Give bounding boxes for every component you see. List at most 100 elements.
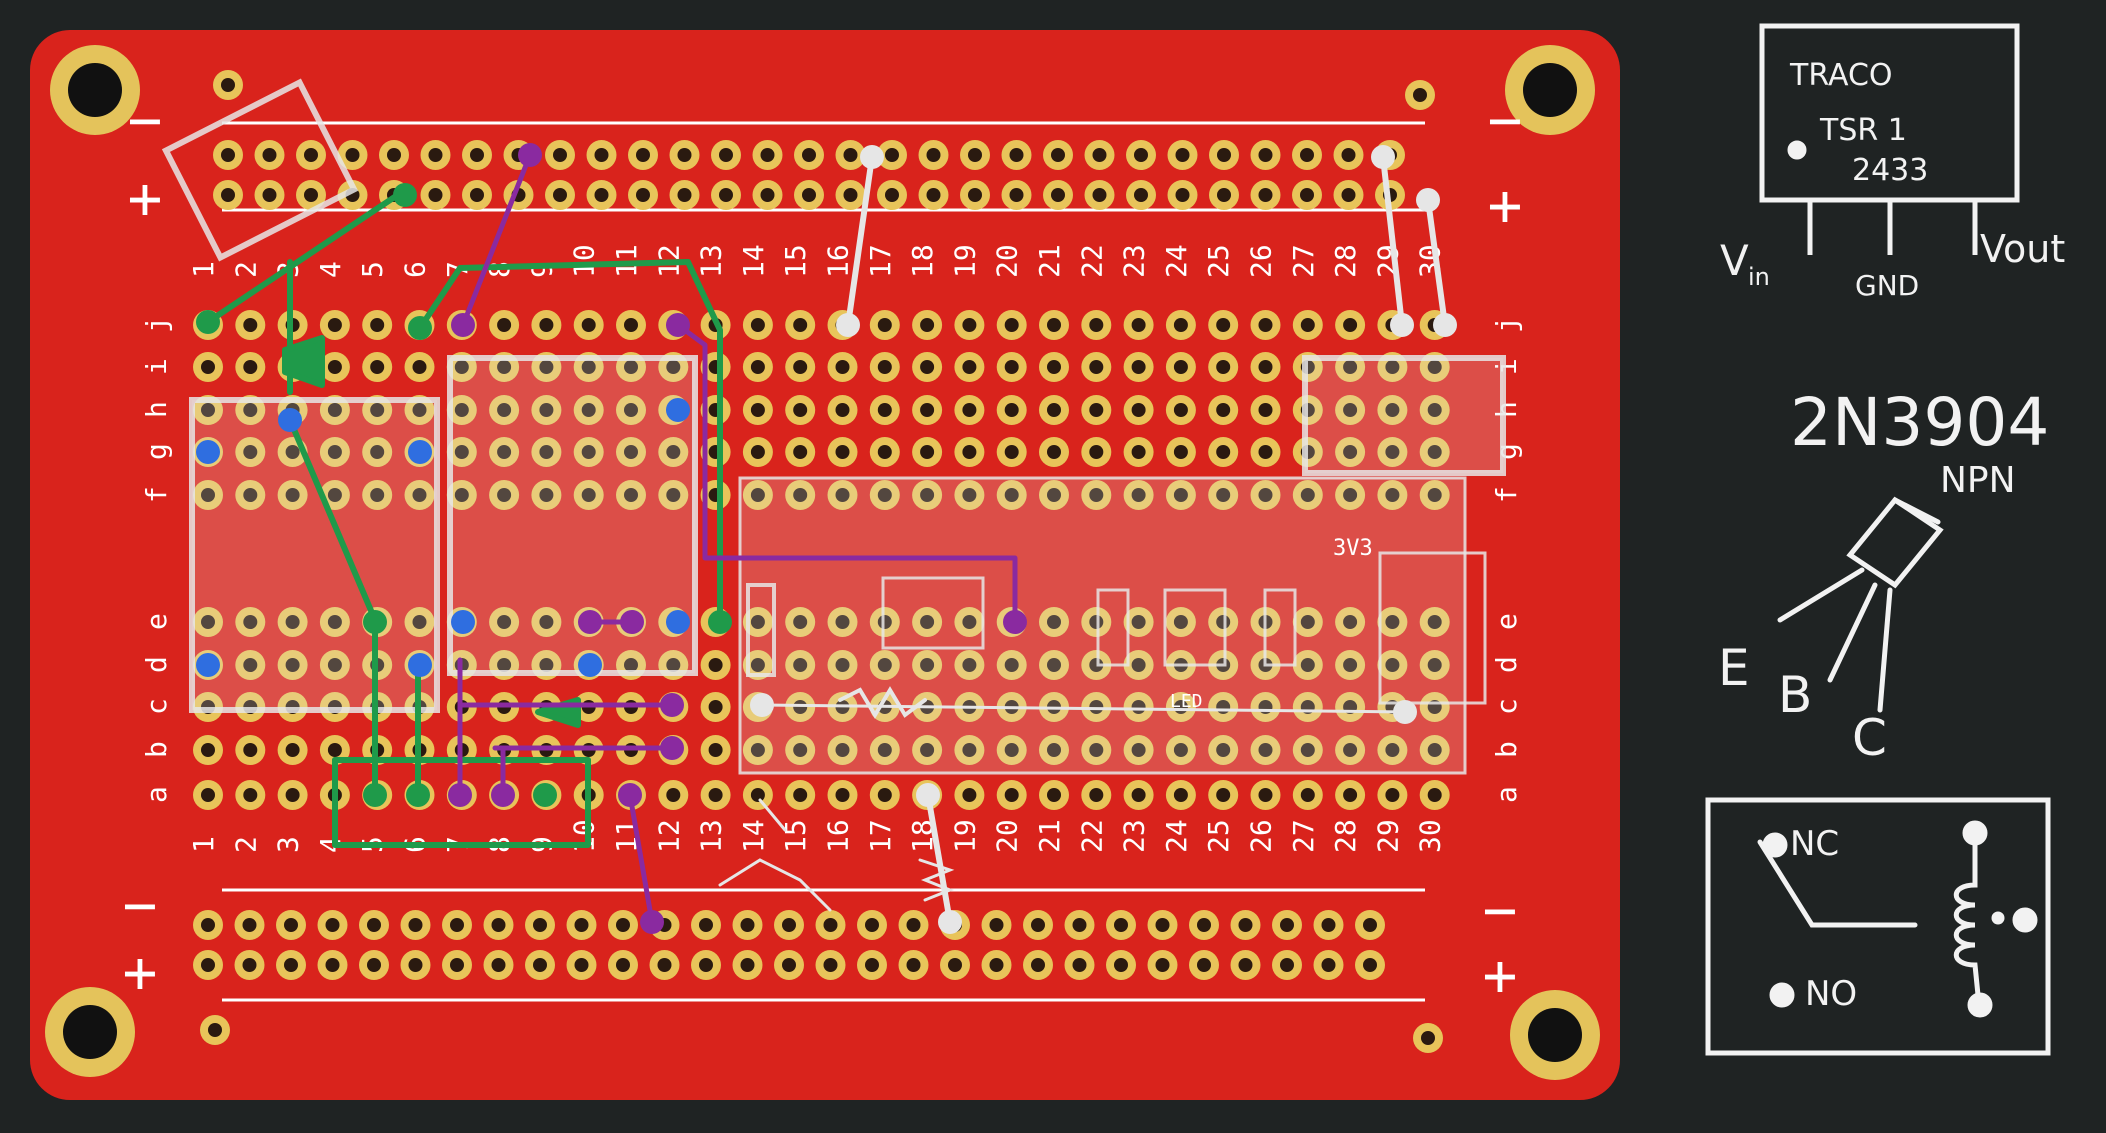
row-letter: j bbox=[1490, 316, 1523, 333]
row-letter: b bbox=[140, 741, 173, 758]
transistor-body bbox=[1846, 496, 1944, 589]
mcu-board-outline bbox=[738, 476, 1467, 775]
column-number: 4 bbox=[314, 836, 347, 853]
diode-left bbox=[282, 335, 325, 388]
grey-jumpers bbox=[718, 154, 1448, 925]
board-substrate bbox=[30, 30, 1620, 1100]
green-wire bbox=[417, 259, 723, 623]
mcu-module bbox=[1163, 588, 1227, 667]
row-letter: f bbox=[1490, 486, 1523, 503]
column-number: 2 bbox=[229, 836, 262, 853]
row-letter: c bbox=[1490, 698, 1523, 715]
jumper-endpoint bbox=[750, 693, 774, 717]
relay-no-label: NO bbox=[1805, 974, 1857, 1014]
led-label: LED bbox=[1170, 691, 1203, 712]
row-letter: e bbox=[140, 613, 173, 630]
green-endpoint bbox=[196, 310, 220, 334]
purple-endpoint bbox=[451, 313, 475, 337]
column-number: 16 bbox=[822, 819, 855, 853]
purple-endpoint bbox=[620, 610, 644, 634]
purple-endpoint bbox=[618, 783, 642, 807]
column-number: 13 bbox=[695, 244, 728, 278]
row-letter: e bbox=[1490, 613, 1523, 630]
column-number: 15 bbox=[779, 244, 812, 278]
purple-wire bbox=[460, 152, 533, 328]
column-number: 17 bbox=[864, 819, 897, 853]
regulator-outline bbox=[161, 78, 359, 262]
column-number: 30 bbox=[1414, 244, 1447, 278]
pad-grid bbox=[193, 70, 1450, 1053]
column-number: 14 bbox=[737, 819, 770, 853]
coil-pin bbox=[1962, 820, 1988, 846]
lead-b bbox=[1827, 582, 1878, 683]
jumper-endpoint bbox=[836, 313, 860, 337]
column-number: 16 bbox=[822, 244, 855, 278]
ic-socket-left bbox=[189, 397, 440, 713]
lead-e bbox=[1777, 567, 1865, 623]
column-number: 20 bbox=[991, 819, 1024, 853]
traco-part: TSR 1 bbox=[1819, 113, 1907, 148]
purple-wire bbox=[675, 322, 1018, 625]
blue-pad bbox=[408, 653, 432, 677]
purple-endpoint bbox=[1003, 610, 1027, 634]
pin-b-label: B bbox=[1778, 666, 1812, 724]
column-number: 27 bbox=[1287, 819, 1320, 853]
column-number: 26 bbox=[1245, 819, 1278, 853]
highlight-pads bbox=[196, 143, 1457, 934]
column-number: 25 bbox=[1202, 244, 1235, 278]
purple-endpoint bbox=[666, 313, 690, 337]
rail-plus-symbol: + bbox=[123, 938, 158, 1006]
mcu-switch-right bbox=[1263, 588, 1297, 667]
lead-c bbox=[1877, 587, 1893, 713]
jumper bbox=[1380, 154, 1405, 328]
column-number: 14 bbox=[737, 244, 770, 278]
relay-common bbox=[1757, 839, 1918, 928]
column-number: 25 bbox=[1202, 819, 1235, 853]
vout-label: Vout bbox=[1980, 227, 2065, 271]
purple-endpoint bbox=[640, 910, 664, 934]
mcu-pin-label: 3V3 bbox=[1333, 536, 1373, 561]
purple-endpoint bbox=[448, 783, 472, 807]
jumper-endpoint bbox=[1390, 313, 1414, 337]
relay-nc-pin bbox=[1762, 832, 1788, 858]
green-wire bbox=[332, 757, 591, 848]
purple-endpoint bbox=[660, 736, 684, 760]
row-letter: i bbox=[1490, 358, 1523, 375]
mcu-button bbox=[746, 583, 776, 677]
column-number: 10 bbox=[568, 244, 601, 278]
traco-brand: TRACO bbox=[1789, 58, 1893, 93]
blue-pad bbox=[451, 610, 475, 634]
column-number: 12 bbox=[652, 819, 685, 853]
jumper bbox=[1425, 197, 1448, 328]
column-number: 28 bbox=[1329, 819, 1362, 853]
rail-plus-symbol: + bbox=[1483, 941, 1518, 1009]
jumper-endpoint bbox=[1393, 700, 1417, 724]
blue-pad bbox=[666, 610, 690, 634]
row-letter: h bbox=[140, 401, 173, 418]
column-number: 19 bbox=[948, 244, 981, 278]
resistor-sketch bbox=[918, 858, 955, 902]
regulator-sketch bbox=[1759, 23, 2020, 255]
row-letter: h bbox=[1490, 401, 1523, 418]
green-endpoint bbox=[363, 610, 387, 634]
jumper bbox=[758, 798, 787, 832]
jumper-endpoint bbox=[860, 145, 884, 169]
column-number: 3 bbox=[272, 836, 305, 853]
mcu-chip bbox=[881, 576, 985, 650]
blue-pad bbox=[666, 398, 690, 422]
column-number: 2 bbox=[229, 261, 262, 278]
transistor-flat bbox=[1892, 497, 1941, 525]
green-endpoint bbox=[533, 783, 557, 807]
rail-lines bbox=[222, 121, 1425, 1002]
row-letter: i bbox=[140, 358, 173, 375]
column-number: 22 bbox=[1075, 244, 1108, 278]
mcu-switch-left bbox=[1096, 588, 1130, 667]
column-number: 21 bbox=[1033, 244, 1066, 278]
relay-body bbox=[1705, 797, 2051, 1056]
column-number: 5 bbox=[356, 261, 389, 278]
row-letter: g bbox=[1490, 443, 1523, 460]
rail-minus-symbol: − bbox=[128, 86, 163, 154]
coil-pin bbox=[1967, 992, 1993, 1018]
